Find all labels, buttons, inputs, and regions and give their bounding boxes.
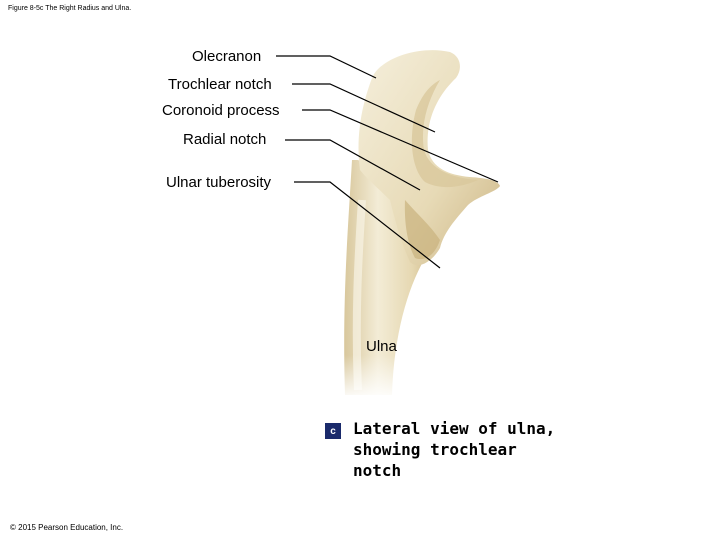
leader-olecranon [276, 55, 377, 79]
label-olecranon: Olecranon [192, 48, 262, 65]
panel-caption: Lateral view of ulna, showing trochlear … [353, 418, 555, 481]
copyright-notice: © 2015 Pearson Education, Inc. [10, 523, 124, 532]
figure-title: Figure 8-5c The Right Radius and Ulna. [8, 5, 132, 12]
caption-line: notch [353, 461, 402, 480]
leader-trochlear-notch [292, 83, 436, 133]
caption-line: showing trochlear [353, 440, 517, 459]
label-coronoid-process: Coronoid process [162, 102, 280, 119]
label-trochlear-notch: Trochlear notch [168, 76, 272, 93]
caption-line: Lateral view of ulna, [353, 419, 556, 438]
leader-ulnar-tuberosity [294, 181, 441, 269]
shaft-fade [330, 355, 440, 400]
label-ulnar-tuberosity: Ulnar tuberosity [166, 174, 272, 191]
label-ulna: Ulna [366, 338, 397, 355]
radial-notch-shading [404, 200, 440, 260]
leader-radial-notch [285, 139, 421, 191]
panel-letter-badge: c [325, 423, 341, 439]
leader-coronoid-process [302, 109, 499, 183]
label-radial-notch: Radial notch [183, 131, 267, 148]
trochlear-notch-shading [411, 80, 478, 188]
ulna-proximal-end [358, 50, 500, 266]
